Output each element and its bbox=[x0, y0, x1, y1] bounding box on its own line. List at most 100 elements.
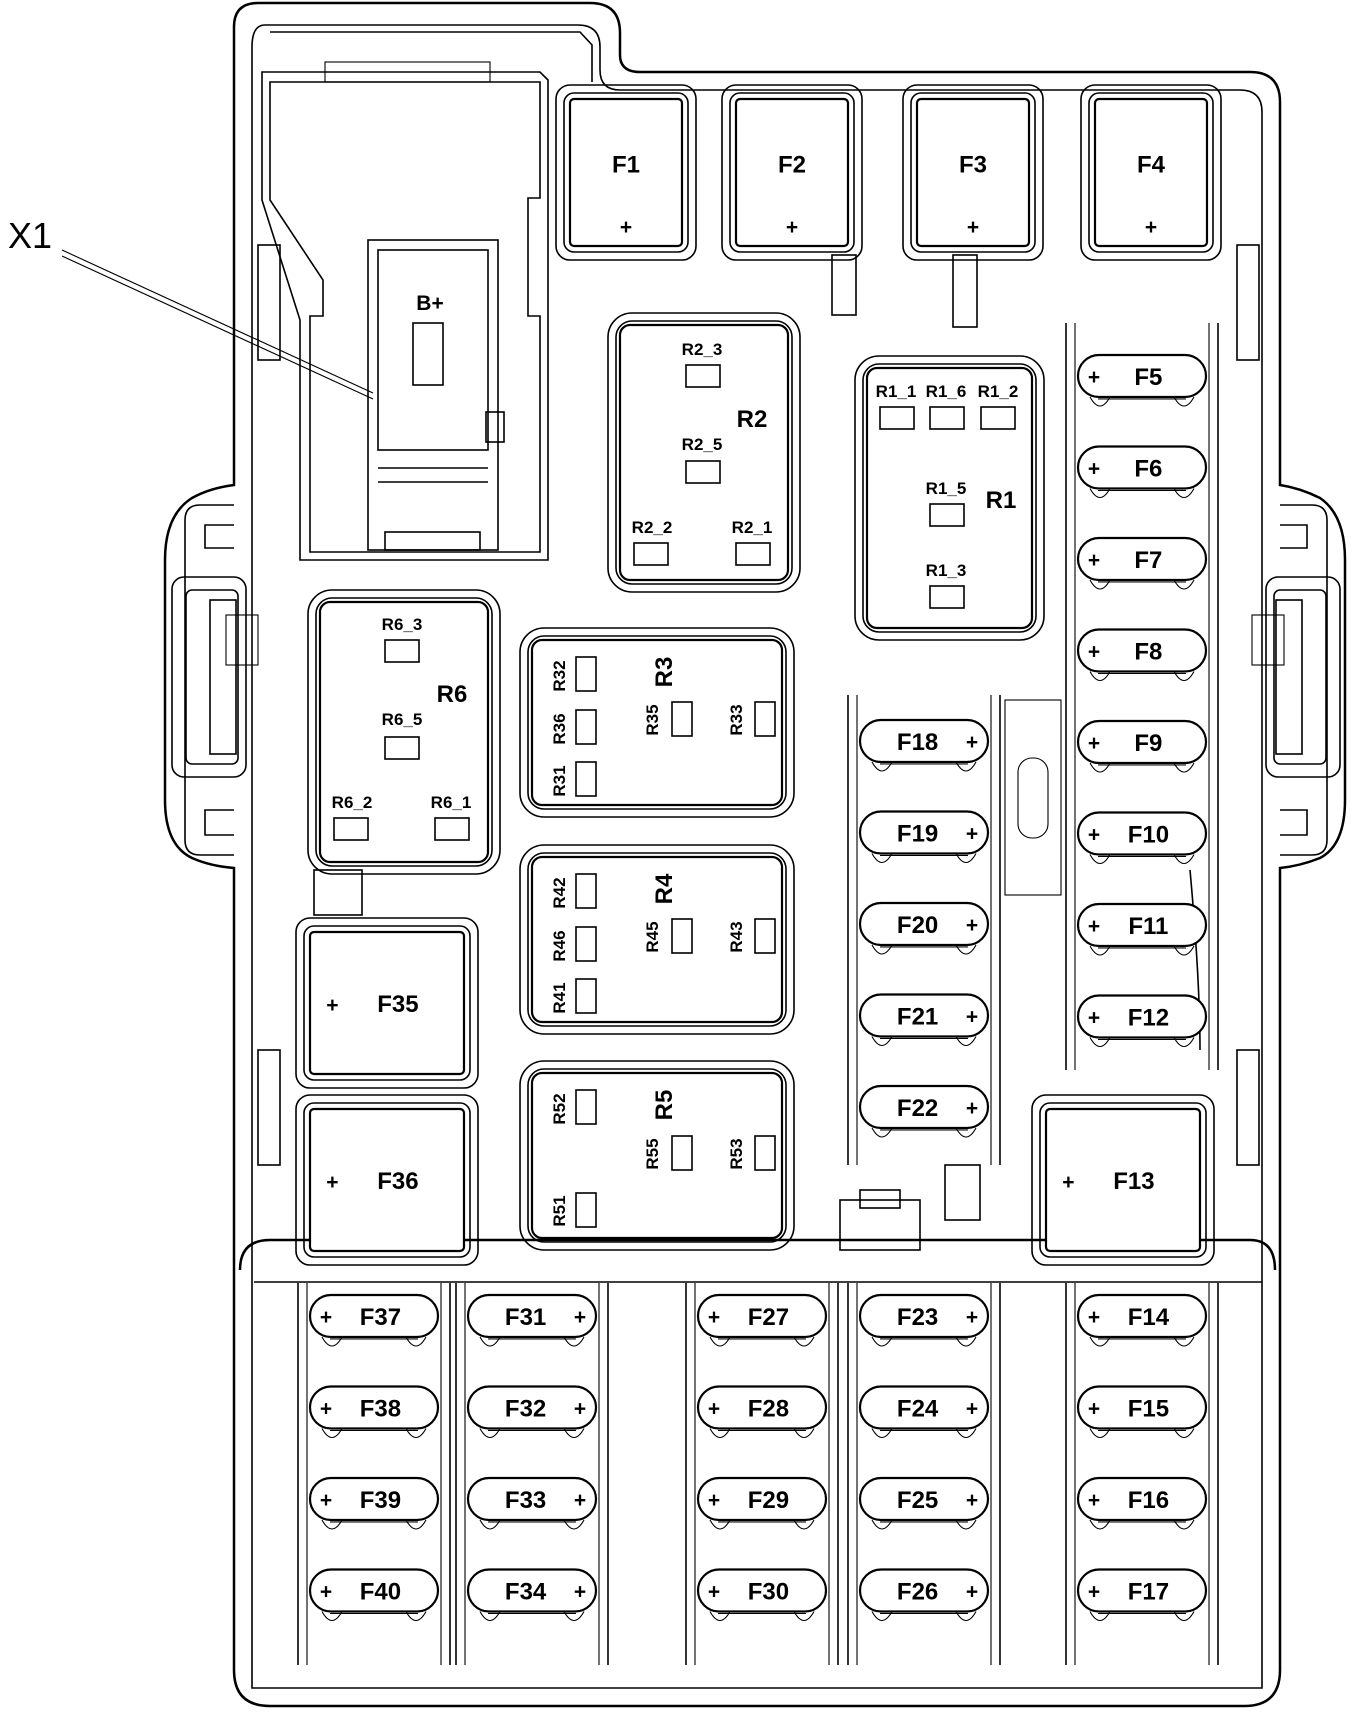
fuse-plus-f3: + bbox=[967, 216, 979, 239]
terminal-r53: R53 bbox=[727, 1138, 746, 1169]
pin-r2-1 bbox=[735, 542, 771, 566]
fuse-plus-f25: + bbox=[966, 1489, 978, 1512]
terminal-r2-3: R2_3 bbox=[682, 340, 723, 359]
fuse-label-f20: F20 bbox=[897, 912, 938, 939]
fuse-box-housing bbox=[163, 1, 1347, 1708]
x1-callout: X1 bbox=[8, 215, 374, 400]
fuse-plus-f8: + bbox=[1088, 641, 1100, 664]
pin-r42 bbox=[575, 873, 597, 909]
fuse-plus-f18: + bbox=[966, 731, 978, 754]
pin-r1-6 bbox=[929, 406, 965, 430]
fuse-label-f39: F39 bbox=[360, 1487, 401, 1514]
relay-label-r6: R6 bbox=[437, 681, 468, 708]
fuse-plus-f11: + bbox=[1088, 915, 1100, 938]
fuse-plus-f29: + bbox=[708, 1489, 720, 1512]
fuse-plus-f9: + bbox=[1088, 732, 1100, 755]
terminal-r2-1: R2_1 bbox=[732, 518, 773, 537]
fuse-plus-f40: + bbox=[320, 1581, 332, 1604]
fuse-label-f31: F31 bbox=[505, 1304, 546, 1331]
fuse-label-f27: F27 bbox=[748, 1304, 789, 1331]
fuse-label-f16: F16 bbox=[1128, 1487, 1169, 1514]
fuse-column-f5-f12: +F5+F6+F7+F8+F9+F10+F11+F12 bbox=[1065, 323, 1219, 1070]
fuse-label-f18: F18 bbox=[897, 729, 938, 756]
pin-r55 bbox=[671, 1135, 693, 1171]
fuse-plus-f36: + bbox=[326, 1171, 338, 1194]
fuse-f3: F3+ bbox=[902, 84, 1044, 261]
fuse-f21: +F21 bbox=[858, 993, 990, 1047]
terminal-r51: R51 bbox=[550, 1195, 569, 1226]
fuse-label-f1: F1 bbox=[612, 152, 640, 179]
fuse-label-f14: F14 bbox=[1128, 1304, 1170, 1331]
pin-r2-2 bbox=[633, 542, 669, 566]
pin-r6-2 bbox=[333, 817, 369, 841]
fuse-f29: + F29 bbox=[696, 1476, 828, 1530]
fuse-plus-f17: + bbox=[1088, 1581, 1100, 1604]
fuse-f11: + F11 bbox=[1076, 902, 1208, 956]
pin-r53 bbox=[754, 1135, 776, 1171]
fuse-label-f40: F40 bbox=[360, 1579, 401, 1606]
b-plus-label: B+ bbox=[416, 292, 443, 315]
terminal-r52: R52 bbox=[550, 1093, 569, 1124]
fuse-f9: + F9 bbox=[1076, 719, 1208, 773]
relay-label-r1: R1 bbox=[986, 487, 1017, 514]
terminal-r1-2: R1_2 bbox=[978, 382, 1019, 401]
fuse-label-f12: F12 bbox=[1128, 1005, 1169, 1032]
fuse-label-f26: F26 bbox=[897, 1579, 938, 1606]
pin-r6-1 bbox=[434, 817, 470, 841]
terminal-r46: R46 bbox=[550, 930, 569, 961]
fuse-column-f37-f40: +F37+F38+F39+F40 bbox=[297, 1283, 451, 1665]
fuse-plus-f21: + bbox=[966, 1006, 978, 1029]
fuse-label-f9: F9 bbox=[1134, 730, 1162, 757]
fuse-plus-f6: + bbox=[1088, 458, 1100, 481]
fuse-f7: +F7 bbox=[1076, 536, 1208, 590]
fuse-label-f8: F8 bbox=[1134, 639, 1162, 666]
relay-label-r2: R2 bbox=[737, 406, 768, 433]
terminal-r2-2: R2_2 bbox=[632, 518, 673, 537]
fuse-f8: + F8 bbox=[1076, 628, 1208, 682]
terminal-r1-5: R1_5 bbox=[926, 479, 967, 498]
pin-r2-3 bbox=[685, 364, 721, 388]
top-large-fuses: F1+F2+F3+F4+ bbox=[555, 84, 1222, 261]
fuse-f30: +F30 bbox=[696, 1568, 828, 1622]
fuse-f37: +F37 bbox=[308, 1293, 440, 1347]
pin-r51 bbox=[575, 1192, 597, 1228]
fuse-label-f28: F28 bbox=[748, 1396, 789, 1423]
fuse-label-f11: F11 bbox=[1128, 913, 1168, 940]
fuse-plus-f4: + bbox=[1145, 216, 1157, 239]
terminal-r45: R45 bbox=[643, 921, 662, 952]
fuse-label-f10: F10 bbox=[1128, 822, 1169, 849]
fuse-column-f14-f17: +F14+F15+F16+F17 bbox=[1065, 1283, 1219, 1665]
fuse-label-f29: F29 bbox=[748, 1487, 789, 1514]
fuse-label-f22: F22 bbox=[897, 1095, 938, 1122]
fuse-f16: +F16 bbox=[1076, 1476, 1208, 1530]
fuse-plus-f28: + bbox=[708, 1398, 720, 1421]
relay-label-r3: R3 bbox=[651, 657, 678, 688]
fuse-plus-f30: + bbox=[708, 1581, 720, 1604]
fuse-label-f35: F35 bbox=[377, 991, 418, 1018]
fuse-plus-f2: + bbox=[786, 216, 798, 239]
terminal-r1-1: R1_1 bbox=[876, 382, 917, 401]
fuse-plus-f10: + bbox=[1088, 824, 1100, 847]
fuse-label-f23: F23 bbox=[897, 1304, 938, 1331]
fuse-plus-f27: + bbox=[708, 1306, 720, 1329]
fuse-f27: + F27 bbox=[696, 1293, 828, 1347]
fuse-label-f19: F19 bbox=[897, 821, 938, 848]
fuse-f39: +F39 bbox=[308, 1476, 440, 1530]
fuse-label-f7: F7 bbox=[1134, 547, 1162, 574]
terminal-r6-5: R6_5 bbox=[382, 710, 423, 729]
fuse-f2: F2+ bbox=[721, 84, 863, 261]
fuse-plus-f20: + bbox=[966, 914, 978, 937]
fuse-f31: + F31 bbox=[466, 1293, 598, 1347]
pin-r41 bbox=[575, 978, 597, 1014]
terminal-r33: R33 bbox=[727, 704, 746, 735]
fuse-f5: +F5 bbox=[1076, 353, 1208, 407]
fuse-label-f4: F4 bbox=[1137, 152, 1166, 179]
side-large-fuses: +F35+F36+F13 bbox=[295, 917, 1215, 1266]
fuse-plus-f31: + bbox=[574, 1306, 586, 1329]
fuse-f12: +F12 bbox=[1076, 994, 1208, 1048]
fuse-f17: +F17 bbox=[1076, 1568, 1208, 1622]
